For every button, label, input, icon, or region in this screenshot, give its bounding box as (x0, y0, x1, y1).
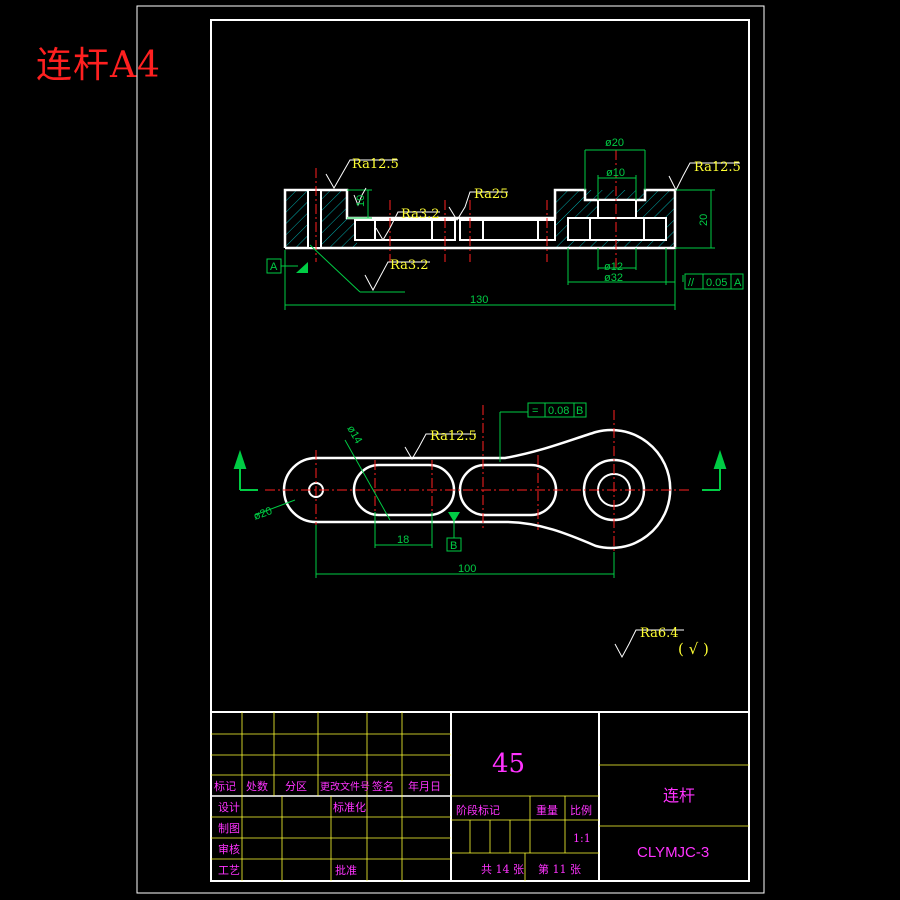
general-rough-label: Ra6.4 (640, 626, 679, 641)
approve: 批准 (335, 863, 357, 877)
part-name: 连杆 (663, 786, 695, 805)
dim-18: 18 (397, 534, 409, 546)
general-rough-symbol (614, 629, 684, 659)
parallel-tolerance: 0.05 (706, 277, 727, 289)
general-rough-paren: ( √ ) (678, 640, 709, 658)
dim-height-20: 20 (698, 214, 710, 226)
dim-phi20-plan: ø20 (252, 505, 274, 523)
dim-phi10: ø10 (606, 167, 625, 179)
symmetry-tol-frame (527, 402, 587, 418)
title-block (211, 711, 749, 881)
rough-slot: Ra25 (474, 187, 508, 202)
dim-phi14: ø14 (344, 424, 364, 446)
row-check: 审核 (218, 842, 240, 856)
drawing-number: CLYMJC-3 (637, 844, 709, 861)
sheet-number: 第 11 张 (538, 862, 581, 876)
dim-phi20: ø20 (605, 137, 624, 149)
dim-phi12: ø12 (604, 261, 623, 273)
parallel-ref: A (734, 277, 742, 289)
parallel-tol-frame (684, 273, 744, 290)
scale-value: 1:1 (573, 832, 591, 845)
rev-header-mark: 标记 (214, 779, 236, 793)
parallel-symbol: // (688, 277, 695, 289)
dim-height-10: 10 (355, 195, 367, 207)
sheet-title: 连杆A4 (36, 45, 161, 86)
rough-mid: Ra3.2 (401, 207, 440, 222)
datum-a: A (270, 261, 278, 273)
rough-bottom: Ra3.2 (390, 258, 429, 273)
rev-header-date: 年月日 (408, 779, 441, 793)
datum-b: B (450, 540, 457, 552)
plan-view (233, 402, 727, 578)
section-view (266, 149, 744, 310)
dim-phi32: ø32 (604, 272, 623, 284)
datum-b-box (446, 537, 462, 552)
sheet-count: 共 14 张 (481, 863, 524, 876)
scale: 比例 (570, 803, 592, 817)
rev-header-count: 处数 (246, 780, 268, 793)
row-process: 工艺 (218, 864, 240, 877)
symmetry-tolerance: 0.08 (548, 405, 569, 417)
outer-frame (136, 5, 765, 894)
plan-rough: Ra12.5 (430, 429, 477, 444)
stage-mark: 阶段标记 (456, 803, 500, 817)
material: 45 (492, 749, 525, 779)
rev-header-zone: 分区 (285, 780, 307, 793)
dim-len-130: 130 (470, 294, 488, 306)
weight: 重量 (536, 803, 558, 817)
row-draw: 制图 (218, 822, 240, 835)
dim-100: 100 (458, 563, 476, 575)
symmetry-ref: B (576, 405, 583, 417)
rev-header-docno: 更改文件号 (320, 780, 370, 793)
symmetry-symbol: = (532, 405, 538, 417)
row-design: 设计 (218, 801, 240, 814)
rev-header-sign: 签名 (372, 779, 394, 793)
standardization: 标准化 (333, 800, 366, 814)
inner-frame (210, 19, 750, 882)
rough-top-left: Ra12.5 (352, 157, 399, 172)
rough-top-right: Ra12.5 (694, 160, 741, 175)
